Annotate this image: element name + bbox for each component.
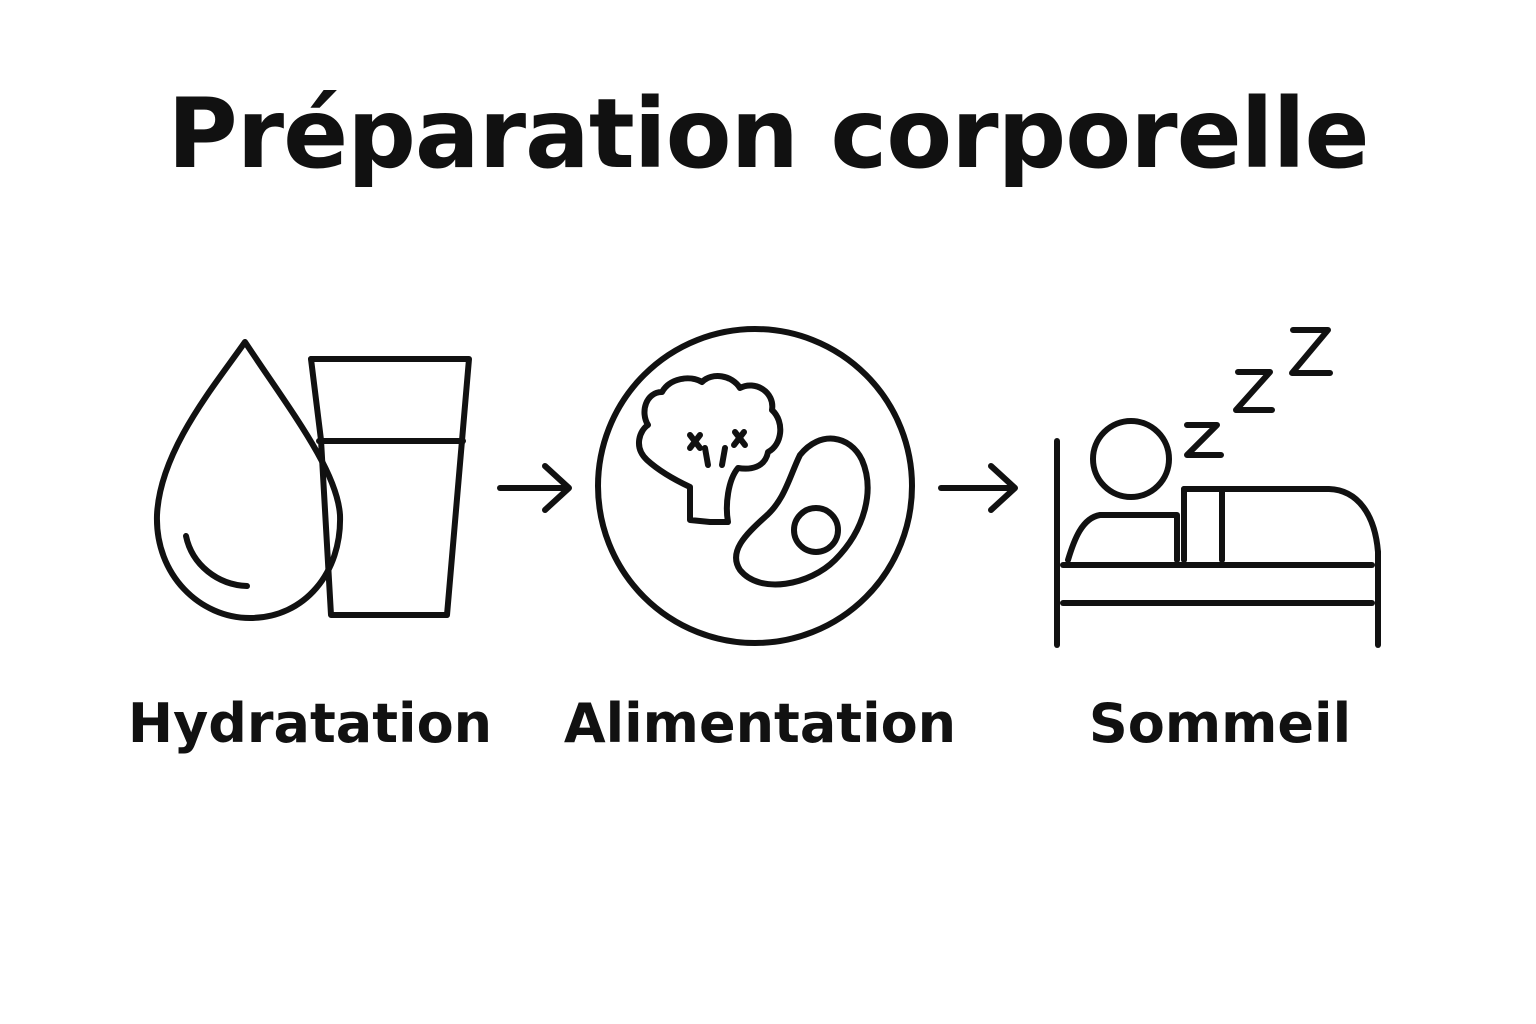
egg-yolk-icon <box>791 505 841 555</box>
z-large-icon <box>1289 327 1333 376</box>
step-label-hydration: Hydratation <box>127 692 493 755</box>
water-drop-and-glass-icon <box>153 339 472 621</box>
arrow-right-icon <box>497 463 572 513</box>
head-icon <box>1090 418 1172 500</box>
sleeping-in-bed-icon <box>1054 327 1381 648</box>
arrow-right-icon <box>938 463 1018 513</box>
water-drop-highlight <box>183 533 250 589</box>
egg-icon <box>733 435 871 588</box>
plate-icon <box>595 326 915 646</box>
z-medium-icon <box>1233 369 1275 413</box>
step-label-food: Alimentation <box>563 692 957 755</box>
plate-broccoli-egg-icon <box>595 326 915 646</box>
page-title: Préparation corporelle <box>167 78 1369 190</box>
broccoli-icon <box>636 373 784 525</box>
glass-icon-left-edge <box>308 356 324 443</box>
blanket-icon <box>1065 512 1180 563</box>
bed-cover <box>1181 486 1381 555</box>
glass-icon <box>308 356 472 618</box>
step-label-sleep: Sommeil <box>1088 692 1352 755</box>
broccoli-detail <box>687 429 748 468</box>
z-small-icon <box>1184 422 1224 458</box>
